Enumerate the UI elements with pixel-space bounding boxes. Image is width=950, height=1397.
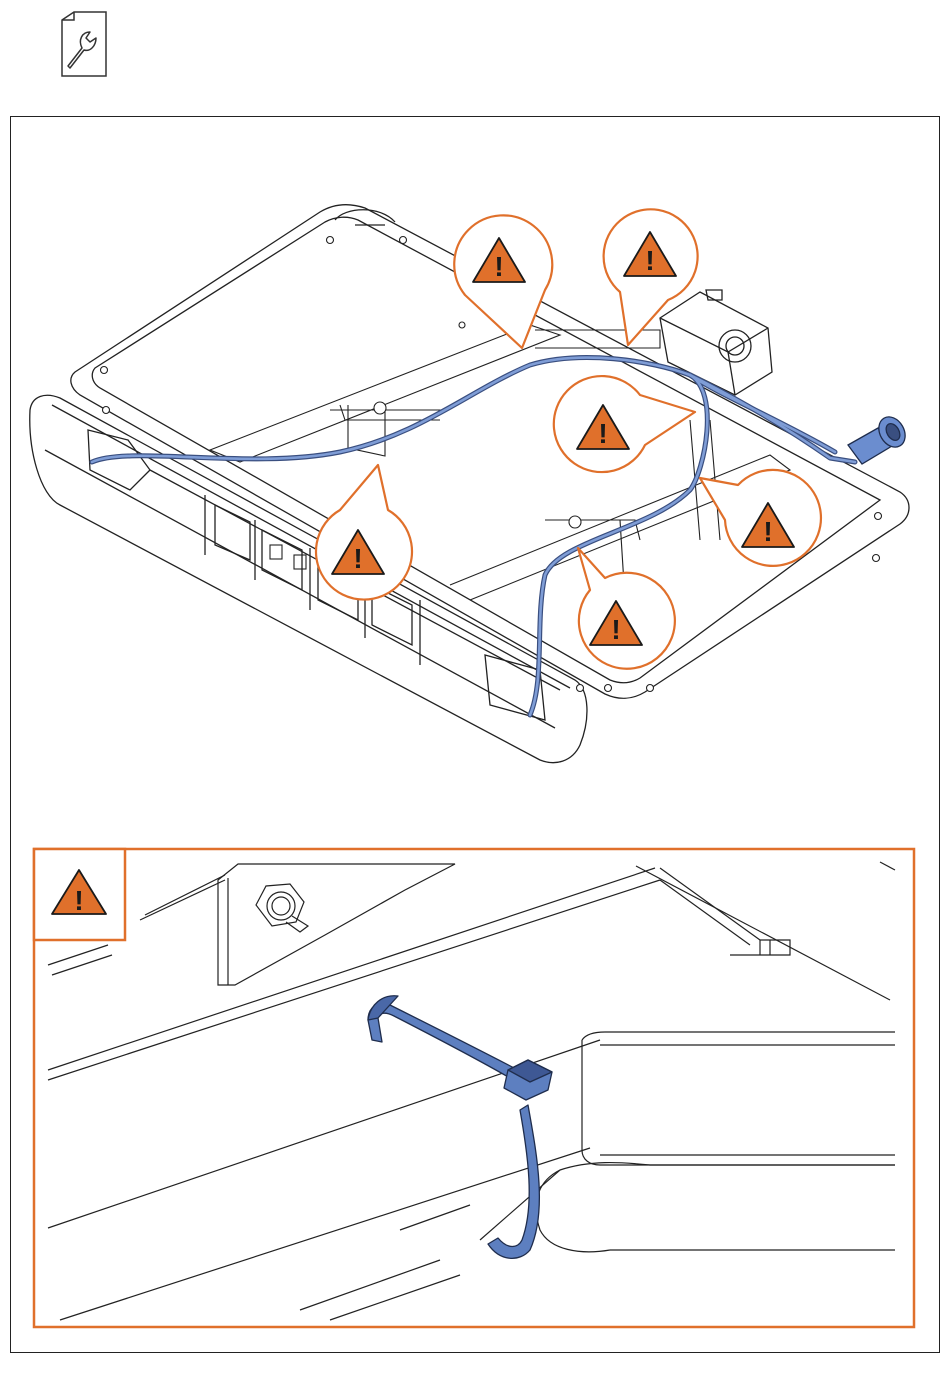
detail-frame (34, 849, 914, 1327)
bracket-plate (218, 864, 455, 985)
svg-text:!: ! (74, 885, 83, 916)
cable-tie (368, 996, 552, 1259)
